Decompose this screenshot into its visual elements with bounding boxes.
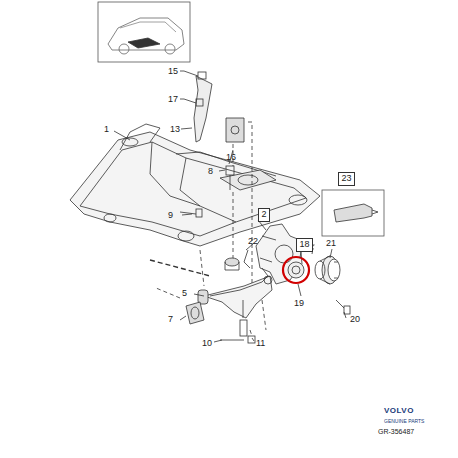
callout-number: 20 [350,314,360,324]
brand-text: GENUINE PARTS [384,418,424,424]
callout-number: 10 [202,338,212,348]
callout-number: 9 [168,210,173,220]
callout-number: 19 [294,298,304,308]
callout-number: 5 [182,288,187,298]
callout-number: 16 [226,152,236,162]
callout-number: 2 [259,209,269,219]
boxed-callout: 2 [258,208,270,222]
callout-number: 13 [170,124,180,134]
callout-number: 7 [168,314,173,324]
boxed-callout: 18 [296,238,313,252]
callout-number: 1 [104,124,109,134]
callout-number: 17 [168,94,178,104]
callout-number: 23 [339,173,354,183]
boxed-callout: 23 [338,172,355,186]
callout-number: 11 [256,338,265,348]
callout-number: 22 [248,236,258,246]
callout-number: 15 [168,66,178,76]
callout-number: 21 [326,238,336,248]
brand-text: VOLVO [384,406,414,416]
callout-number: 8 [208,166,213,176]
brand-text: GR-356487 [378,428,414,436]
callout-number: 18 [297,239,312,249]
